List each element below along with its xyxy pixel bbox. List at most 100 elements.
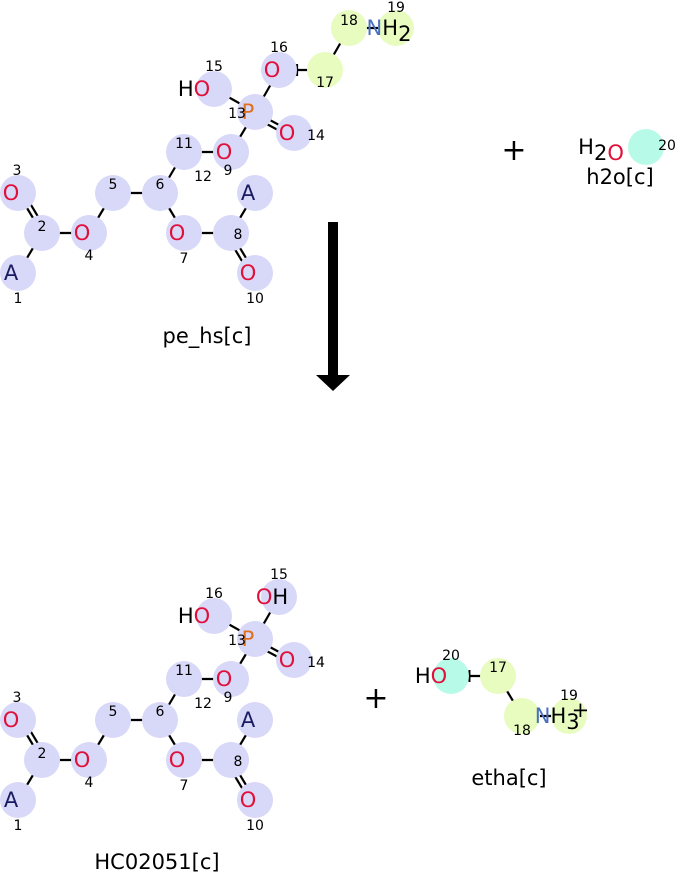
atom-highlight [276,115,312,151]
atom-number: 1 [14,818,23,834]
atom-highlight [213,215,249,251]
atom-number: 5 [109,704,118,720]
atom-19: NH3+19 [535,688,590,734]
atom-highlight [237,175,273,211]
atom-number: 4 [85,775,94,791]
molecule-name-hc02051: HC02051[c] [94,850,219,873]
atom-highlight [261,579,297,615]
atom-highlight [24,215,60,251]
atom-4: O4 [74,748,94,791]
atom-highlight [0,782,36,818]
svg-text:HO: HO [178,77,210,101]
atom-highlight [0,255,36,291]
atom-7: O7 [169,221,189,267]
atom-9: A9 [224,163,256,205]
atom-number: 15 [270,567,288,583]
atom-13: P13 [228,627,254,651]
atom-number: 9 [224,690,233,706]
atom-1: A1 [4,788,23,834]
atom-8: 8 [234,227,243,243]
atom-highlight [237,702,273,738]
atom-number: 1 [14,291,23,307]
svg-text:O: O [264,58,281,82]
svg-text:NH2: NH2 [367,16,412,46]
atom-5: 5 [109,704,118,720]
atom-11: 11 [175,663,193,679]
atom-7: O7 [169,748,189,794]
svg-text:O: O [279,121,296,145]
atom-9: A9 [224,690,256,732]
atom-highlight [261,52,297,88]
atom-number: 10 [246,291,264,307]
atom-highlight [24,742,60,778]
molecule-name-pe-hs: pe_hs[c] [163,324,252,349]
atom-highlight [71,742,107,778]
atom-highlight [213,661,249,697]
atom-number: 9 [224,163,233,179]
atom-number: 5 [109,177,118,193]
atom-number: 6 [156,177,165,193]
svg-text:O: O [169,748,186,772]
atom-17: 17 [489,660,507,676]
atom-number: 12 [194,696,212,712]
atom-number: 11 [175,136,193,152]
atom-highlight [0,702,36,738]
molecule-name-h2o: h2o[c] [586,165,653,189]
svg-text:O: O [169,221,186,245]
atom-highlight [480,658,516,694]
atom-number: 7 [180,778,189,794]
svg-text:A: A [4,788,19,812]
atom-12: O12 [194,140,232,185]
atom-number: 13 [228,106,246,122]
atom-highlight [213,742,249,778]
atom-highlight [551,698,587,734]
down-arrow-icon [316,222,350,391]
atom-3: O3 [3,163,22,205]
atom-highlight [276,642,312,678]
atom-highlight [0,175,36,211]
atom-number: 19 [560,688,578,704]
atom-12: O12 [194,667,232,712]
atom-highlight [196,598,232,634]
atom-10: O10 [240,261,264,307]
svg-text:O: O [3,181,20,205]
svg-text:H2O: H2O [578,135,624,165]
atom-14: O 14 [279,121,325,145]
atom-highlight [142,702,178,738]
atom-number: 10 [246,818,264,834]
atom-highlight [237,621,273,657]
atom-number: 3 [13,690,22,706]
atom-highlight [142,175,178,211]
svg-text:O: O [240,788,257,812]
atom-number: 8 [234,754,243,770]
atom-number: 2 [38,746,47,762]
atom-number: 8 [234,227,243,243]
atom-highlight [95,702,131,738]
atom-16: O16 [264,40,288,82]
atom-highlight [237,782,273,818]
atom-highlight [237,94,273,130]
atom-number: 3 [13,163,22,179]
atom-6: 6 [156,177,165,193]
atom-number: 4 [85,248,94,264]
atom-18: 18 [340,13,358,29]
svg-text:O: O [216,667,233,691]
atom-number: 14 [307,128,325,144]
atom-number: 14 [307,655,325,671]
atom-number: 17 [489,660,507,676]
svg-text:A: A [241,181,256,205]
molecule-name-etha: etha[c] [471,766,546,790]
atom-highlight [307,52,343,88]
atom-number: 18 [513,723,531,739]
svg-text:O: O [3,708,20,732]
atom-highlight [504,698,540,734]
svg-text:A: A [4,261,19,285]
